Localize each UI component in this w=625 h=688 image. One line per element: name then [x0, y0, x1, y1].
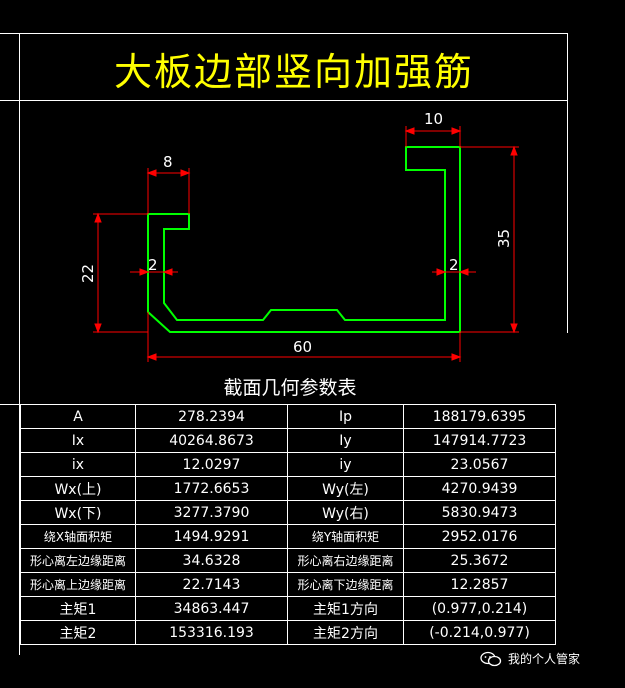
- table-value-cell: (0.977,0.214): [403, 596, 556, 621]
- dimension-top-left: [146, 168, 191, 214]
- table-label-cell: Wy(右): [287, 500, 404, 525]
- table-label-cell: 主矩2: [20, 620, 136, 645]
- table-label-cell: Wx(上): [20, 476, 136, 501]
- dimension-top-left-label: 8: [163, 153, 173, 171]
- table-value-cell: 278.2394: [135, 404, 288, 429]
- wechat-icon: [480, 651, 502, 666]
- frame-right-line: [567, 33, 568, 333]
- frame-top-line: [0, 33, 568, 34]
- table-value-cell: 23.0567: [403, 452, 556, 477]
- table-label-cell: Ix: [20, 428, 136, 453]
- table-label-cell: 形心离右边缘距离: [287, 548, 404, 573]
- watermark: 我的个人管家: [480, 650, 580, 667]
- table-value-cell: 153316.193: [135, 620, 288, 645]
- frame-left-line: [19, 33, 20, 655]
- table-value-cell: 1494.9291: [135, 524, 288, 549]
- table-label-cell: 主矩1: [20, 596, 136, 621]
- table-value-cell: 40264.8673: [135, 428, 288, 453]
- drawing-title: 大板边部竖向加强筋: [113, 49, 474, 94]
- frame-title-line: [0, 100, 568, 101]
- table-value-cell: 34863.447: [135, 596, 288, 621]
- dimension-right-thickness-label: 2: [449, 256, 459, 274]
- table-value-cell: (-0.214,0.977): [403, 620, 556, 645]
- dimension-left-height-label: 22: [79, 264, 97, 283]
- table-label-cell: Ip: [287, 404, 404, 429]
- table-value-cell: 3277.3790: [135, 500, 288, 525]
- table-value-cell: 188179.6395: [403, 404, 556, 429]
- table-value-cell: 25.3672: [403, 548, 556, 573]
- table-label-cell: iy: [287, 452, 404, 477]
- table-value-cell: 12.0297: [135, 452, 288, 477]
- table-label-cell: 主矩2方向: [287, 620, 404, 645]
- dimension-left-thickness: [130, 268, 178, 276]
- dimension-right-height-label: 35: [495, 229, 513, 248]
- table-label-cell: 绕Y轴面积矩: [287, 524, 404, 549]
- dimension-left-height: [93, 212, 148, 334]
- table-value-cell: 4270.9439: [403, 476, 556, 501]
- table-label-cell: Iy: [287, 428, 404, 453]
- dimension-right-height: [460, 145, 519, 334]
- dimension-bottom-width: [146, 312, 462, 362]
- dimension-top-right-label: 10: [424, 110, 443, 128]
- dimension-bottom-width-label: 60: [293, 338, 312, 356]
- table-title: 截面几何参数表: [223, 377, 357, 399]
- table-label-cell: 形心离上边缘距离: [20, 572, 136, 597]
- watermark-text: 我的个人管家: [508, 652, 581, 666]
- dimension-right-thickness: [432, 268, 476, 276]
- table-value-cell: 147914.7723: [403, 428, 556, 453]
- table-label-cell: 形心离左边缘距离: [20, 548, 136, 573]
- table-value-cell: 2952.0176: [403, 524, 556, 549]
- dimension-left-thickness-label: 2: [148, 256, 158, 274]
- table-label-cell: A: [20, 404, 136, 429]
- table-label-cell: Wx(下): [20, 500, 136, 525]
- table-label-cell: 形心离下边缘距离: [287, 572, 404, 597]
- section-drawing: 10 8 22 35 2 2: [79, 110, 519, 362]
- table-label-cell: Wy(左): [287, 476, 404, 501]
- table-value-cell: 5830.9473: [403, 500, 556, 525]
- table-value-cell: 1772.6653: [135, 476, 288, 501]
- table-value-cell: 22.7143: [135, 572, 288, 597]
- table-label-cell: ix: [20, 452, 136, 477]
- table-label-cell: 主矩1方向: [287, 596, 404, 621]
- table-value-cell: 12.2857: [403, 572, 556, 597]
- frame-table-left-tick: [0, 404, 20, 405]
- table-label-cell: 绕X轴面积矩: [20, 524, 136, 549]
- dimension-top-right: [404, 126, 462, 147]
- section-outline: [147, 146, 461, 333]
- table-value-cell: 34.6328: [135, 548, 288, 573]
